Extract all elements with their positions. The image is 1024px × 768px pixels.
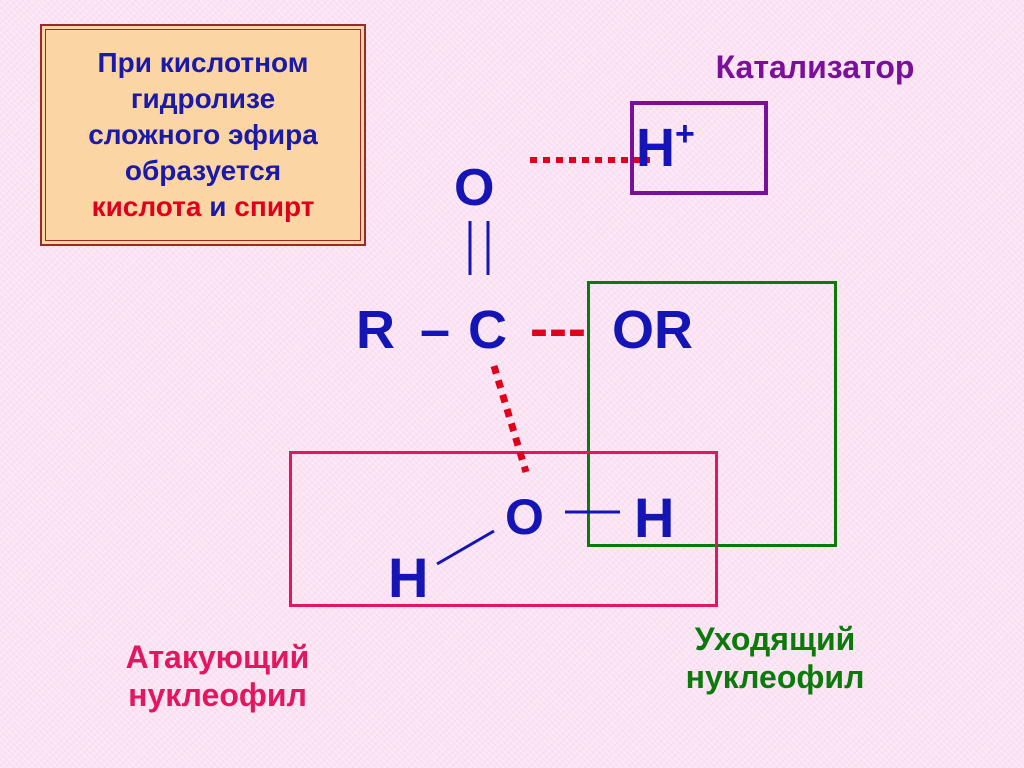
cleaving-bond: --- bbox=[530, 299, 587, 359]
info-line-1: При кислотном bbox=[97, 47, 309, 78]
info-line-5: кислота и спирт bbox=[92, 189, 315, 225]
water-oxygen: O bbox=[505, 489, 544, 545]
attacking-nucleophile-label: Атакующий нуклеофил bbox=[80, 638, 355, 714]
attacking-group-box bbox=[289, 451, 718, 607]
water-hydrogen-left: H bbox=[388, 546, 429, 609]
and-word: и bbox=[209, 191, 227, 222]
ester-or-group: OR bbox=[612, 300, 693, 360]
water-hydrogen-right: H bbox=[634, 486, 675, 549]
info-line-4: образуется bbox=[124, 155, 282, 186]
acid-word: кислота bbox=[91, 191, 202, 222]
proton-charge: + bbox=[675, 115, 695, 153]
proton-symbol: H bbox=[636, 118, 675, 178]
info-box: При кислотном гидролизе сложного эфира о… bbox=[40, 24, 366, 246]
info-line-3: сложного эфира bbox=[88, 119, 318, 150]
catalyst-box bbox=[630, 101, 768, 195]
catalyst-label: Катализатор bbox=[715, 49, 915, 85]
proton-atom: H+ bbox=[636, 117, 695, 178]
attacking-label-line-1: Атакующий bbox=[125, 639, 310, 675]
r-group: R bbox=[356, 300, 395, 360]
alcohol-word: спирт bbox=[234, 191, 315, 222]
r-c-bond: – bbox=[420, 300, 451, 360]
leaving-label-line-2: нуклеофил bbox=[685, 659, 865, 695]
leaving-group-box bbox=[587, 281, 837, 547]
leaving-nucleophile-label: Уходящий нуклеофил bbox=[640, 620, 910, 696]
leaving-label-line-1: Уходящий bbox=[694, 621, 856, 657]
carbonyl-oxygen: O bbox=[454, 159, 495, 217]
carbon-atom: C bbox=[468, 300, 507, 360]
water-h-bond bbox=[436, 529, 495, 566]
nucleophilic-attack-line bbox=[490, 364, 530, 474]
info-line-2: гидролизе bbox=[130, 83, 276, 114]
attacking-label-line-2: нуклеофил bbox=[128, 677, 307, 713]
